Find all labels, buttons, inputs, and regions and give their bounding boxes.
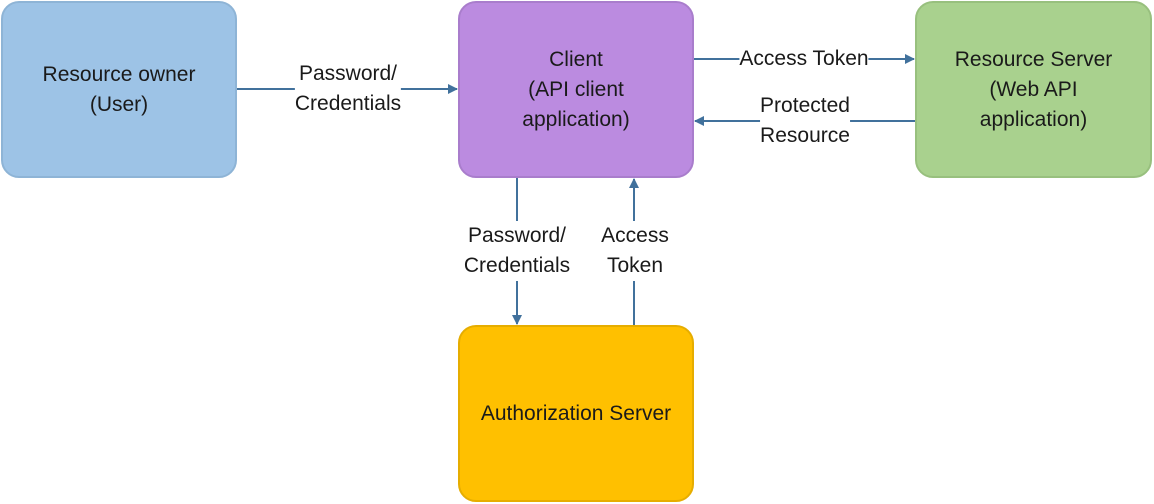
authorization-server-box: Authorization Server: [458, 325, 694, 502]
client-subtitle-1: (API client: [528, 77, 624, 101]
edge-label-resource-server-to-client: Protected Resource: [760, 91, 850, 151]
edge-label-client-to-resource-server: Access Token: [739, 44, 869, 74]
resource-server-box: Resource Server (Web API application): [915, 1, 1152, 178]
edge-label-auth-server-to-client: Access Token: [601, 221, 669, 281]
resource-owner-subtitle: (User): [89, 92, 149, 116]
resource-server-title: Resource Server: [954, 47, 1113, 71]
resource-server-subtitle-2: application): [979, 107, 1088, 131]
edge-label-client-to-auth-server: Password/ Credentials: [463, 221, 571, 281]
resource-server-subtitle-1: (Web API: [989, 77, 1078, 101]
client-title: Client: [549, 47, 603, 71]
resource-owner-title: Resource owner: [42, 62, 196, 86]
authorization-server-title: Authorization Server: [480, 401, 672, 425]
client-box: Client (API client application): [458, 1, 694, 178]
edge-label-owner-to-client: Password/ Credentials: [294, 59, 402, 119]
client-subtitle-2: application): [522, 107, 630, 131]
resource-owner-box: Resource owner (User): [1, 1, 237, 178]
